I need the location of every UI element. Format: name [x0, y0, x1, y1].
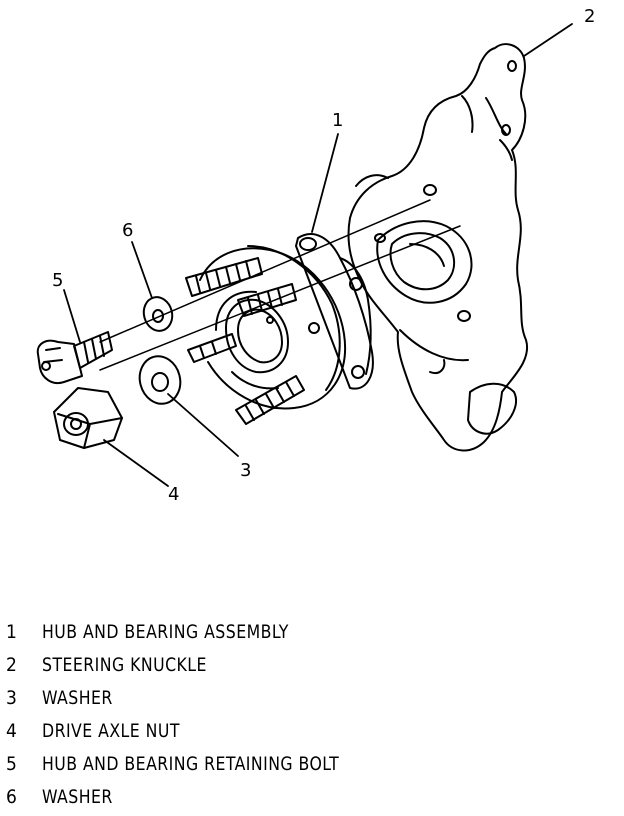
legend-number: 6: [6, 786, 18, 808]
legend-label: DRIVE AXLE NUT: [42, 720, 180, 742]
legend-item: 4 DRIVE AXLE NUT: [6, 717, 606, 750]
legend-item: 5 HUB AND BEARING RETAINING BOLT: [6, 750, 606, 783]
legend-number: 4: [6, 720, 18, 742]
callout-4: 4: [168, 484, 179, 505]
legend-number: 5: [6, 753, 18, 775]
callout-6: 6: [122, 220, 133, 241]
legend-number: 3: [6, 687, 18, 709]
wheel-studs: [185, 257, 305, 425]
retaining-bolt: [36, 331, 113, 384]
legend-label: HUB AND BEARING RETAINING BOLT: [42, 753, 340, 775]
legend-label: STEERING KNUCKLE: [42, 654, 207, 676]
legend-number: 1: [6, 621, 18, 643]
steering-knuckle: [347, 43, 529, 452]
leader-lines: [63, 23, 573, 487]
legend-item: 1 HUB AND BEARING ASSEMBLY: [6, 618, 606, 651]
callout-2: 2: [584, 6, 595, 27]
legend-number: 2: [6, 654, 18, 676]
legend-label: WASHER: [42, 687, 113, 709]
callout-5: 5: [52, 270, 63, 291]
axle-center-line: [99, 225, 461, 371]
legend-item: 3 WASHER: [6, 684, 606, 717]
callout-3: 3: [240, 460, 251, 481]
legend-item: 2 STEERING KNUCKLE: [6, 651, 606, 684]
exploded-view-diagram: 1 2 3 4 5 6: [36, 6, 595, 505]
callout-1: 1: [332, 110, 343, 131]
legend-label: HUB AND BEARING ASSEMBLY: [42, 621, 289, 643]
legend-label: WASHER: [42, 786, 113, 808]
callout-numbers: 1 2 3 4 5 6: [52, 6, 595, 505]
parts-legend: 1 HUB AND BEARING ASSEMBLY 2 STEERING KN…: [6, 618, 606, 816]
upper-washer: [142, 296, 174, 332]
drive-axle-nut: [53, 387, 123, 449]
lower-washer: [138, 355, 182, 405]
legend-item: 6 WASHER: [6, 783, 606, 816]
